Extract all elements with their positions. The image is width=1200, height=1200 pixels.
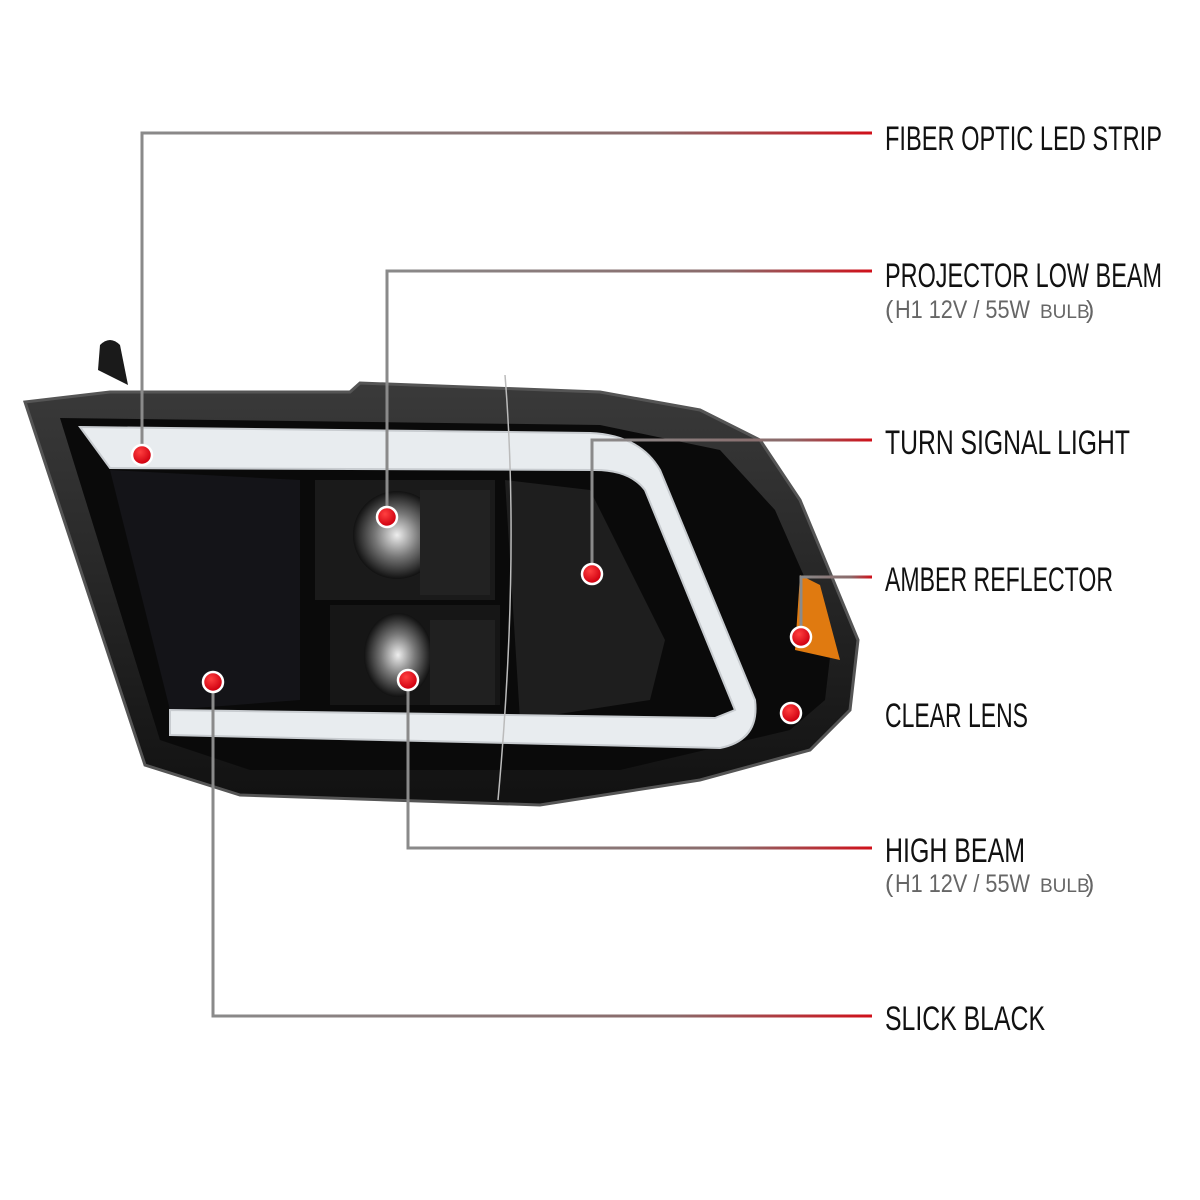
marker-dot xyxy=(396,668,420,692)
bulb-spec: H1 12V / 55W xyxy=(895,870,1030,898)
callout-line-high-beam xyxy=(406,680,872,850)
projector-lens xyxy=(353,491,441,579)
label-amber-reflector: AMBER REFLECTOR xyxy=(885,561,1113,599)
label-high-beam: HIGH BEAM xyxy=(885,832,1025,870)
bulb-word: BULB xyxy=(1040,876,1090,897)
paren-close: ) xyxy=(1086,296,1094,324)
bulb-word: BULB xyxy=(1040,302,1090,323)
callout-line-fiber-optic xyxy=(140,131,872,455)
paren-open: ( xyxy=(885,870,894,898)
projector-block xyxy=(420,490,490,595)
mounting-tab xyxy=(98,340,128,385)
sublabel-high-beam-bulb: ( H1 12V / 55W BULB ) xyxy=(885,870,1097,898)
inner-bezel xyxy=(110,470,300,710)
callout-line-turn-signal xyxy=(590,438,872,574)
callout-line-slick-black xyxy=(211,682,872,1018)
bulb-spec: H1 12V / 55W xyxy=(895,296,1030,324)
marker-dot xyxy=(789,625,813,649)
paren-close: ) xyxy=(1086,870,1094,898)
marker-dot xyxy=(375,505,399,529)
high-beam-block xyxy=(430,620,495,705)
marker-dot xyxy=(130,443,154,467)
sublabel-projector-bulb: ( H1 12V / 55W BULB ) xyxy=(885,296,1097,324)
label-clear-lens: CLEAR LENS xyxy=(885,697,1028,735)
callout-line-projector xyxy=(385,269,872,517)
paren-open: ( xyxy=(885,296,894,324)
marker-dot xyxy=(580,562,604,586)
callout-line-amber xyxy=(799,575,872,637)
signal-reflector xyxy=(505,480,665,720)
marker-dot xyxy=(779,701,803,725)
label-slick-black: SLICK BLACK xyxy=(885,1000,1045,1038)
label-projector-low-beam: PROJECTOR LOW BEAM xyxy=(885,257,1162,295)
headlight-image xyxy=(22,340,860,807)
callout-dots xyxy=(130,443,813,725)
callout-lines xyxy=(140,131,872,1018)
label-turn-signal-light: TURN SIGNAL LIGHT xyxy=(885,424,1130,462)
lens-seam xyxy=(497,374,512,801)
label-fiber-optic-led-strip: FIBER OPTIC LED STRIP xyxy=(885,120,1162,158)
marker-dot xyxy=(201,670,225,694)
